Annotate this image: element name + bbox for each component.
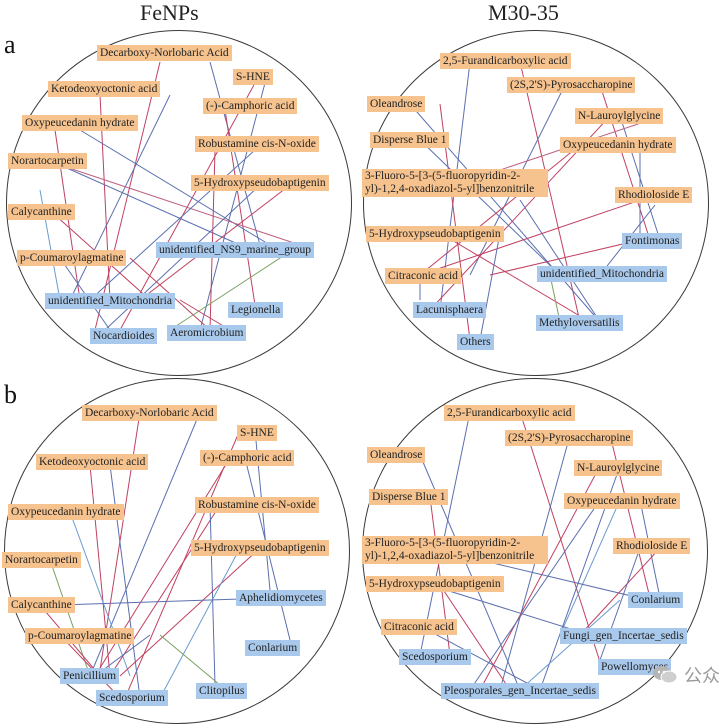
- node-oxypeucedanin-hydrate: Oxypeucedanin hydrate: [560, 137, 676, 153]
- node-aphelidiomycetes: Aphelidiomycetes: [236, 590, 326, 606]
- network-circle-a-left: [6, 30, 352, 376]
- node-unidentified-mitochondria: unidentified_Mitochondria: [537, 266, 667, 282]
- node-rhodioloside-e: Rhodioloside E: [613, 538, 691, 554]
- node-unidentified-ns9-marine-group: unidentified_NS9_marine_group: [156, 242, 315, 258]
- node-pyrosaccharopine: (2S,2'S)-Pyrosaccharopine: [507, 77, 636, 93]
- node-fluoro-oxadiazolyl-benzonitrile: 3-Fluoro-5-[3-(5-fluoropyridin-2-yl)-1,2…: [362, 169, 548, 197]
- panel-label-b: b: [4, 380, 17, 409]
- header-m30-35: M30-35: [488, 0, 559, 25]
- node-norartocarpetin: Norartocarpetin: [2, 552, 81, 568]
- panel-label-a: a: [4, 30, 16, 59]
- node-p-coumaroylagmatine: p-Coumaroylagmatine: [17, 250, 127, 266]
- node-5-hydroxypseudobaptigenin: 5-Hydroxypseudobaptigenin: [366, 226, 504, 242]
- node-pyrosaccharopine: (2S,2'S)-Pyrosaccharopine: [505, 430, 634, 446]
- node-camphoric-acid: (-)-Camphoric acid: [200, 450, 295, 466]
- node-oleandrose: Oleandrose: [367, 96, 426, 112]
- node-conlarium: Conlarium: [628, 592, 684, 608]
- node-ketodeoxyoctonic-acid: Ketodeoxyoctonic acid: [36, 454, 149, 470]
- node-oxypeucedanin-hydrate: Oxypeucedanin hydrate: [22, 115, 138, 131]
- node-decarboxy-norlobaric-acid: Decarboxy-Norlobaric Acid: [97, 45, 232, 61]
- node-n-lauroylglycine: N-Lauroylglycine: [574, 460, 663, 476]
- network-circle-b-left: [4, 378, 350, 724]
- node-disperse-blue-1: Disperse Blue 1: [370, 132, 450, 148]
- node-disperse-blue-1: Disperse Blue 1: [369, 489, 449, 505]
- node-others: Others: [457, 334, 494, 350]
- network-circle-a-right: [363, 30, 709, 376]
- node-norartocarpetin: Norartocarpetin: [8, 153, 87, 169]
- node-scedosporium: Scedosporium: [96, 690, 168, 706]
- node-fluoro-oxadiazolyl-benzonitrile: 3-Fluoro-5-[3-(5-fluoropyridin-2-yl)-1,2…: [362, 536, 548, 564]
- node-p-coumaroylagmatine: p-Coumaroylagmatine: [25, 628, 135, 644]
- node-citraconic-acid: Citraconic acid: [381, 619, 457, 635]
- node-nocardioides: Nocardioides: [90, 328, 158, 344]
- node-furandicarboxylic-acid: 2,5-Furandicarboxylic acid: [440, 53, 571, 69]
- node-robustamine-cis-n-oxide: Robustamine cis-N-oxide: [195, 136, 319, 152]
- node-calycanthine: Calycanthine: [8, 597, 75, 613]
- header-fenps: FeNPs: [140, 0, 199, 25]
- node-decarboxy-norlobaric-acid: Decarboxy-Norlobaric Acid: [82, 405, 217, 421]
- node-oxypeucedanin-hydrate: Oxypeucedanin hydrate: [564, 493, 680, 509]
- node-penicillium: Penicillium: [60, 668, 120, 684]
- node-robustamine-cis-n-oxide: Robustamine cis-N-oxide: [195, 497, 319, 513]
- node-fungi-gen-incertae-sedis: Fungi_gen_Incertae_sedis: [560, 628, 687, 644]
- node-5-hydroxypseudobaptigenin: 5-Hydroxypseudobaptigenin: [366, 576, 504, 592]
- node-fontimonas: Fontimonas: [622, 233, 683, 249]
- node-scedosporium: Scedosporium: [399, 649, 471, 665]
- node-lacunisphaera: Lacunisphaera: [413, 302, 487, 318]
- node-oleandrose: Oleandrose: [367, 447, 426, 463]
- node-camphoric-acid: (-)-Camphoric acid: [203, 98, 298, 114]
- node-conlarium: Conlarium: [245, 640, 301, 656]
- wechat-icon: [653, 666, 678, 684]
- node-unidentified-mitochondria: unidentified_Mitochondria: [45, 293, 175, 309]
- node-s-hne: S-HNE: [237, 425, 277, 441]
- node-calycanthine: Calycanthine: [8, 204, 75, 220]
- node-s-hne: S-HNE: [233, 69, 273, 85]
- node-aeromicrobium: Aeromicrobium: [167, 325, 247, 341]
- node-oxypeucedanin-hydrate: Oxypeucedanin hydrate: [8, 504, 124, 520]
- node-5-hydroxypseudobaptigenin: 5-Hydroxypseudobaptigenin: [191, 540, 329, 556]
- node-furandicarboxylic-acid: 2,5-Furandicarboxylic acid: [444, 405, 575, 421]
- node-5-hydroxypseudobaptigenin: 5-Hydroxypseudobaptigenin: [191, 175, 329, 191]
- node-legionella: Legionella: [228, 302, 284, 318]
- node-ketodeoxyoctonic-acid: Ketodeoxyoctonic acid: [48, 81, 161, 97]
- node-pleosporales-gen-incertae-sedis: Pleosporales_gen_Incertae_sedis: [441, 683, 600, 699]
- node-citraconic-acid: Citraconic acid: [385, 268, 461, 284]
- node-rhodioloside-e: Rhodioloside E: [615, 187, 693, 203]
- node-powellomyces: Powellomyces: [598, 659, 672, 675]
- node-clitopilus: Clitopilus: [196, 683, 248, 699]
- watermark-text: 公众: [684, 666, 720, 687]
- node-methyloversatilis: Methyloversatilis: [536, 315, 623, 331]
- node-n-lauroylglycine: N-Lauroylglycine: [575, 108, 664, 124]
